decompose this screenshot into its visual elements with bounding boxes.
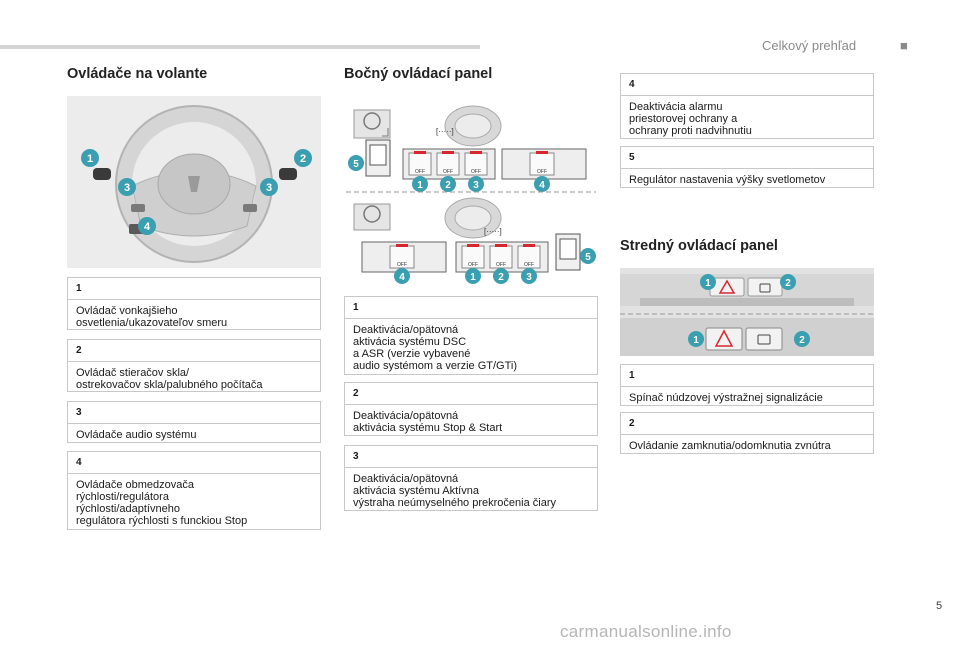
svg-text:1: 1 [693, 335, 699, 346]
callout-badge: 5 [348, 155, 364, 171]
steering-item-2: 2 Ovládač stieračov skla/ ostrekovačov s… [67, 339, 321, 392]
svg-text:[·····]: [·····] [436, 127, 454, 136]
side-panel-section-title: Bočný ovládací panel [344, 66, 493, 82]
side-item-1: 1 Deaktivácia/opätovná aktivácia systému… [344, 296, 598, 375]
section-header-title: Celkový prehľad [762, 38, 857, 53]
svg-text:4: 4 [144, 221, 151, 233]
callout-badge: 2 [294, 149, 312, 167]
callout-badge: 3 [521, 268, 537, 284]
item-text: Deaktivácia/opätovná aktivácia systému S… [353, 410, 503, 434]
item-number: 2 [621, 413, 873, 435]
callout-badge: 4 [394, 268, 410, 284]
item-text: Ovládanie zamknutia/odomknutia zvnútra [629, 440, 831, 452]
steering-section-title: Ovládače na volante [67, 66, 208, 82]
item-text: Spínač núdzovej výstražnej signalizácie [629, 392, 823, 404]
svg-text:3: 3 [124, 182, 130, 194]
item-text: Deaktivácia/opätovná aktivácia systému A… [353, 473, 556, 509]
item-number: 5 [621, 147, 873, 169]
item-number: 2 [345, 383, 597, 405]
svg-text:1: 1 [470, 272, 476, 283]
svg-text:OFF: OFF [496, 262, 506, 268]
callout-badge: 5 [580, 248, 596, 264]
svg-text:2: 2 [498, 272, 504, 283]
steering-wheel-illustration: 1 2 3 3 4 [67, 96, 321, 268]
item-number: 1 [345, 297, 597, 319]
svg-text:3: 3 [473, 180, 479, 191]
steering-item-4: 4 Ovládače obmedzovača rýchlosti/regulát… [67, 451, 321, 530]
callout-badge: 2 [780, 274, 796, 290]
steering-item-1: 1 Ovládač vonkajšieho osvetlenia/ukazova… [67, 277, 321, 330]
item-number: 1 [621, 365, 873, 387]
svg-text:2: 2 [785, 278, 791, 289]
callout-badge: 1 [700, 274, 716, 290]
callout-badge: 3 [468, 176, 484, 192]
item-text: Ovládače audio systému [76, 429, 197, 441]
callout-badge: 3 [260, 178, 278, 196]
side-item-5: 5 Regulátor nastavenia výšky svetlometov [620, 146, 874, 188]
svg-text:OFF: OFF [468, 262, 478, 268]
callout-badge: 2 [493, 268, 509, 284]
callout-badge: 4 [534, 176, 550, 192]
item-text: Ovládač vonkajšieho osvetlenia/ukazovate… [76, 305, 228, 329]
item-number: 4 [68, 452, 320, 474]
item-text: Deaktivácia/opätovná aktivácia systému D… [353, 324, 518, 372]
svg-text:OFF: OFF [537, 169, 547, 175]
svg-text:OFF: OFF [415, 169, 425, 175]
svg-text:1: 1 [87, 153, 93, 165]
central-panel-illustration: 1 2 1 2 [620, 268, 874, 356]
central-panel-section-title: Stredný ovládací panel [620, 238, 778, 254]
callout-badge: 1 [688, 331, 704, 347]
page-number: 5 [936, 600, 943, 612]
item-number: 1 [68, 278, 320, 300]
callout-badge: 1 [81, 149, 99, 167]
svg-text:2: 2 [300, 153, 306, 165]
side-item-2: 2 Deaktivácia/opätovná aktivácia systému… [344, 382, 598, 436]
item-text: Deaktivácia alarmu priestorovej ochrany … [629, 101, 752, 137]
svg-text:3: 3 [526, 272, 532, 283]
callout-badge: 2 [440, 176, 456, 192]
svg-text:3: 3 [266, 182, 272, 194]
central-item-2: 2 Ovládanie zamknutia/odomknutia zvnútra [620, 412, 874, 454]
steering-item-3: 3 Ovládače audio systému [67, 401, 321, 443]
header-square-icon: ■ [900, 38, 908, 53]
svg-text:5: 5 [585, 252, 591, 263]
svg-text:[·····]: [·····] [484, 227, 502, 236]
svg-text:2: 2 [445, 180, 451, 191]
item-number: 4 [621, 74, 873, 96]
item-number: 3 [345, 446, 597, 468]
svg-text:OFF: OFF [524, 262, 534, 268]
side-panel-illustration: [·····] OFF OFF OFF OFF 5 1 2 3 4 [·····… [346, 105, 596, 284]
central-item-1: 1 Spínač núdzovej výstražnej signalizáci… [620, 364, 874, 406]
header-bar [0, 45, 480, 49]
callout-badge: 1 [412, 176, 428, 192]
callout-badge: 3 [118, 178, 136, 196]
svg-text:2: 2 [799, 335, 805, 346]
callout-badge: 4 [138, 217, 156, 235]
item-text: Ovládače obmedzovača rýchlosti/regulátor… [76, 479, 248, 527]
callout-badge: 2 [794, 331, 810, 347]
svg-text:5: 5 [353, 159, 359, 170]
watermark-link[interactable]: carmanualsonline.info [560, 622, 732, 641]
callout-badge: 1 [465, 268, 481, 284]
svg-text:4: 4 [539, 180, 545, 191]
side-item-3: 3 Deaktivácia/opätovná aktivácia systému… [344, 445, 598, 511]
svg-text:OFF: OFF [443, 169, 453, 175]
item-text: Regulátor nastavenia výšky svetlometov [629, 174, 826, 186]
item-number: 3 [68, 402, 320, 424]
svg-text:1: 1 [705, 278, 711, 289]
svg-text:4: 4 [399, 272, 405, 283]
svg-text:1: 1 [417, 180, 423, 191]
item-number: 2 [68, 340, 320, 362]
item-text: Ovládač stieračov skla/ ostrekovačov skl… [76, 367, 263, 391]
side-item-4: 4 Deaktivácia alarmu priestorovej ochran… [620, 73, 874, 139]
svg-text:OFF: OFF [397, 262, 407, 268]
svg-text:OFF: OFF [471, 169, 481, 175]
